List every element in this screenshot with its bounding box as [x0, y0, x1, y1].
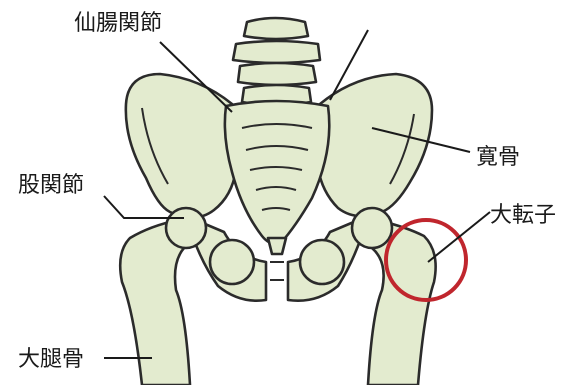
right-obturator — [300, 240, 344, 284]
label-sacroiliac-joint: 仙腸関節 — [74, 11, 162, 36]
label-hip-joint: 股関節 — [18, 173, 84, 198]
left-obturator — [210, 240, 254, 284]
left-ilium — [126, 74, 236, 218]
right-ilium — [318, 74, 432, 216]
label-femur: 大腿骨 — [18, 347, 84, 372]
greater-trochanter-leader — [428, 212, 490, 262]
right-femoral-head — [352, 208, 392, 248]
label-greater-trochanter: 大転子 — [490, 203, 556, 228]
label-ilium: 寛骨 — [476, 145, 520, 170]
lumbar-vertebrae — [233, 18, 320, 105]
left-femoral-head — [166, 208, 206, 248]
coccyx — [268, 238, 286, 254]
sacrum — [225, 101, 329, 244]
